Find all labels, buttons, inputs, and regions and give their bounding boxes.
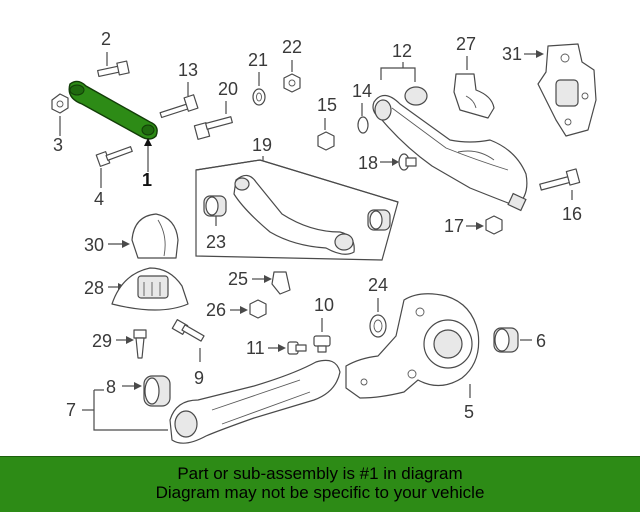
part-27-bracket[interactable] — [453, 73, 495, 119]
arrow-1 — [144, 138, 152, 146]
callout-27: 27 — [456, 34, 476, 54]
callout-9: 9 — [194, 368, 204, 388]
callout-7: 7 — [66, 400, 76, 420]
part-9-bolt[interactable] — [171, 319, 205, 342]
part-3-nut[interactable] — [51, 93, 69, 114]
callout-6: 6 — [536, 331, 546, 351]
part-22-nut[interactable] — [283, 73, 301, 93]
callout-29: 29 — [92, 331, 112, 351]
part-21-washer[interactable] — [252, 88, 266, 106]
callout-12: 12 — [392, 41, 412, 61]
callout-25: 25 — [228, 269, 248, 289]
part-28-spring-seat[interactable] — [111, 267, 189, 311]
part-25-clip[interactable] — [271, 271, 291, 295]
part-18-bolt[interactable] — [398, 153, 417, 171]
callout-13: 13 — [178, 60, 198, 80]
callout-17: 17 — [444, 216, 464, 236]
callout-15: 15 — [317, 95, 337, 115]
callout-14: 14 — [352, 81, 372, 101]
part-2-bolt[interactable] — [97, 60, 130, 78]
banner-line-1: Part or sub-assembly is #1 in diagram — [177, 464, 463, 483]
callout-1: 1 — [142, 170, 152, 190]
part-4-bolt[interactable] — [95, 146, 133, 167]
callout-31: 31 — [502, 44, 522, 64]
part-31-mount-bracket[interactable] — [537, 43, 597, 137]
callout-20: 20 — [218, 79, 238, 99]
callout-5: 5 — [464, 402, 474, 422]
leader-7 — [93, 390, 168, 431]
part-10-bolt[interactable] — [313, 335, 331, 353]
part-26-nut[interactable] — [249, 299, 267, 319]
part-13-bolt[interactable] — [159, 94, 199, 119]
callout-16: 16 — [562, 204, 582, 224]
part-24-washer[interactable] — [369, 314, 387, 338]
callout-26: 26 — [206, 300, 226, 320]
callout-30: 30 — [84, 235, 104, 255]
banner-line-2: Diagram may not be specific to your vehi… — [155, 483, 485, 502]
part-11-bolt[interactable] — [287, 341, 307, 355]
part-23-bushing[interactable] — [203, 195, 227, 217]
part-20-bolt[interactable] — [193, 116, 233, 140]
callout-3: 3 — [53, 135, 63, 155]
callout-10: 10 — [314, 295, 334, 315]
callout-23: 23 — [206, 232, 226, 252]
part-17-nut[interactable] — [485, 215, 503, 235]
callout-22: 22 — [282, 37, 302, 57]
callout-19: 19 — [252, 135, 272, 155]
part-6-bushing[interactable] — [493, 327, 519, 353]
info-banner: Part or sub-assembly is #1 in diagram Di… — [0, 456, 640, 512]
callout-2: 2 — [101, 29, 111, 49]
callout-11: 11 — [246, 338, 265, 358]
part-14-washer[interactable] — [357, 116, 369, 134]
part-8-bushing[interactable] — [143, 375, 171, 407]
assembly-19-bushing[interactable] — [367, 209, 391, 231]
callout-8: 8 — [106, 377, 116, 397]
part-7-lower-arm[interactable] — [169, 359, 341, 444]
callout-4: 4 — [94, 189, 104, 209]
parts-diagram: 1 2 3 4 13 20 21 22 — [51, 29, 597, 444]
part-1-control-link[interactable] — [68, 80, 158, 140]
part-5-knuckle[interactable] — [345, 293, 480, 399]
part-12-control-arm[interactable] — [372, 86, 528, 212]
part-30-pad[interactable] — [131, 213, 179, 259]
part-19-trailing-arm[interactable] — [233, 174, 355, 255]
assembly-19-box — [195, 159, 399, 261]
leader-12 — [380, 67, 416, 82]
callout-24: 24 — [368, 275, 388, 295]
part-16-bolt[interactable] — [539, 168, 581, 191]
part-29-clip[interactable] — [133, 329, 147, 359]
callout-21: 21 — [248, 50, 268, 70]
part-15-nut[interactable] — [317, 131, 335, 151]
callout-28: 28 — [84, 278, 104, 298]
callout-18: 18 — [358, 153, 378, 173]
